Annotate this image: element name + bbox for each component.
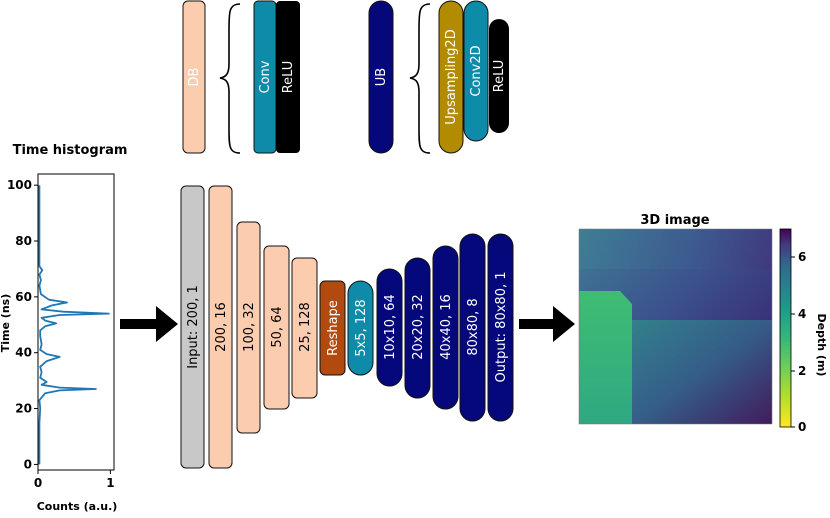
histogram-title: Time histogram [13,143,128,158]
legend-brace-left [219,3,241,154]
legend-group: DB Conv ReLU UB Upsampling2D Conv2D ReLU [182,0,509,154]
colorbar-tick-0: 0 [798,420,806,434]
histogram-series-line [38,185,110,465]
depth-colorbar [779,228,792,428]
block-db-3-label: 50, 64 [270,306,285,347]
histogram-panel: Time histogram 0 20 40 60 80 100 0 1 Counts (a.… [0,143,127,513]
depth-image-near-object [579,291,632,424]
legend-conv2d-block [463,0,489,142]
block-ub-2-label: 20x20, 32 [411,294,426,360]
colorbar-tick-6: 6 [798,250,806,264]
block-input-label: Input: 200, 1 [186,285,201,369]
histogram-ticks: 0 20 40 60 80 100 0 1 [7,178,115,490]
depth-image-title: 3D image [640,213,709,228]
output-arrow [519,306,575,342]
block-conv-label: 5x5, 128 [354,299,369,356]
block-db-4 [291,257,318,399]
histogram-ylabel: Time (ns) [0,294,12,352]
block-ub-3 [432,245,459,410]
network-group: Input: 200, 1 200, 16 100, 32 50, 64 25,… [180,185,514,469]
histogram-xlabel: Counts (a.u.) [37,500,118,513]
block-db-3 [263,245,290,410]
block-db-2 [236,221,261,434]
block-ub-1 [376,268,403,387]
histogram-ytick-label: 0 [24,457,32,471]
legend-ub-label: UB [374,68,389,86]
legend-relu-label: ReLU [281,61,296,94]
block-ub-1-label: 10x10, 64 [383,294,398,360]
block-ub-2 [404,257,431,399]
histogram-ytick-label: 60 [15,290,32,304]
colorbar-tick-4: 4 [798,307,806,321]
depth-image [578,228,773,425]
depth-image-panel: 3D image 0 2 4 6 Depth (m) [578,213,828,434]
legend-upsampling-label: Upsampling2D [444,29,459,124]
depth-colorbar-ticks: 0 2 4 6 [791,250,806,434]
legend-relu2-label: ReLU [492,60,507,93]
block-db-1 [208,185,233,469]
block-reshape-label: Reshape [326,300,341,356]
colorbar-tick-2: 2 [798,364,806,378]
block-output [487,233,514,422]
legend-relu-block [276,1,300,153]
histogram-ytick-label: 80 [15,234,32,248]
legend-conv2d-label: Conv2D [469,45,484,96]
block-reshape [319,280,346,376]
depth-colorbar-label: Depth (m) [815,314,828,377]
block-db-2-label: 100, 32 [242,302,257,352]
histogram-ytick-label: 20 [15,402,32,416]
block-conv [347,280,374,376]
block-ub-3-label: 40x40, 16 [439,294,454,360]
block-input [180,185,205,469]
legend-relu2-block [489,19,509,133]
legend-db-label: DB [187,68,202,87]
block-ub-4 [459,233,486,422]
histogram-xtick-label: 0 [34,476,42,490]
block-db-1-label: 200, 16 [214,302,229,352]
legend-ub-block [368,0,394,154]
legend-db-block [182,0,206,154]
histogram-xtick-label: 1 [106,476,114,490]
histogram-axes-frame [37,173,115,471]
block-ub-4-label: 80x80, 8 [466,298,481,355]
legend-brace-right [409,3,431,154]
histogram-ytick-label: 100 [7,178,32,192]
legend-upsampling-block [438,0,464,154]
block-output-label: Output: 80x80, 1 [494,272,509,383]
histogram-ytick-label: 40 [15,346,32,360]
block-db-4-label: 25, 128 [298,302,313,352]
input-arrow [120,306,178,342]
legend-conv-label: Conv [258,60,273,93]
